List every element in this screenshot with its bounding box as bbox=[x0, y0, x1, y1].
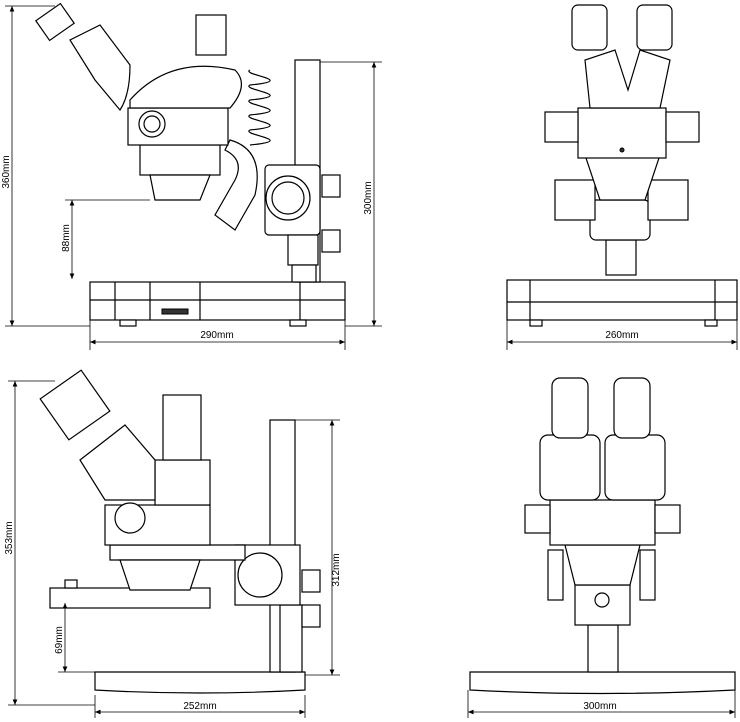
head bbox=[129, 65, 242, 109]
eyepiece bbox=[39, 369, 111, 441]
light-arm bbox=[214, 139, 258, 231]
zoom-knob-right bbox=[654, 504, 681, 534]
light bbox=[589, 199, 651, 241]
focus-knob-right bbox=[639, 549, 656, 601]
side-view-boom: 353mm 69mm 312mm 252mm bbox=[4, 369, 342, 718]
dim-label-stage-height: 69mm bbox=[54, 626, 65, 654]
base-switch bbox=[161, 308, 189, 315]
dim-label-width: 252mm bbox=[183, 701, 216, 712]
eyepiece-right bbox=[613, 377, 651, 439]
objective bbox=[149, 174, 211, 201]
front-view-boom: 300mm bbox=[467, 377, 736, 718]
base bbox=[94, 671, 306, 694]
zoom-body bbox=[139, 144, 221, 176]
dim-label-width: 300mm bbox=[583, 701, 616, 712]
zoom-knob bbox=[138, 110, 166, 138]
camera-port bbox=[162, 394, 202, 461]
eyepiece bbox=[34, 2, 76, 42]
zoom-knob bbox=[114, 502, 146, 534]
camera-port bbox=[195, 14, 227, 56]
eyepiece-right bbox=[636, 4, 673, 51]
pillar bbox=[587, 624, 619, 673]
eyepiece-left bbox=[551, 377, 589, 439]
arm bbox=[109, 544, 246, 561]
stage bbox=[49, 587, 211, 609]
objective bbox=[564, 544, 641, 586]
focus-knob-right bbox=[647, 179, 689, 221]
focus-knob-left bbox=[554, 179, 596, 221]
focus-knob-left bbox=[547, 549, 564, 601]
objective bbox=[119, 559, 201, 591]
head bbox=[154, 459, 211, 506]
zoom-knob-right bbox=[665, 111, 700, 143]
base bbox=[506, 279, 738, 321]
zoom-knob-left bbox=[544, 111, 579, 143]
eyepiece-tube bbox=[69, 24, 131, 112]
zoom-housing bbox=[549, 499, 656, 546]
base bbox=[469, 671, 736, 695]
side-view-trinocular: 360mm 88mm 290mm 300mm bbox=[1, 2, 382, 350]
focus-knob bbox=[301, 569, 321, 593]
coil-cable bbox=[248, 69, 271, 146]
dim-label-pillar-height: 300mm bbox=[363, 181, 374, 214]
tension-knob bbox=[301, 604, 321, 628]
base bbox=[89, 281, 346, 321]
dim-label-width: 260mm bbox=[605, 330, 638, 341]
dim-label-height: 360mm bbox=[1, 155, 12, 188]
dim-label-pillar-height: 312mm bbox=[331, 553, 342, 586]
pillar bbox=[605, 239, 637, 276]
eyepiece-left bbox=[571, 4, 608, 51]
eyepiece-tube bbox=[79, 424, 156, 501]
eyepiece-tube-left bbox=[539, 434, 601, 501]
dim-label-height: 353mm bbox=[4, 521, 15, 554]
dim-label-width: 290mm bbox=[200, 330, 233, 341]
eyepiece-tube-right bbox=[604, 434, 666, 501]
tension-knob bbox=[321, 229, 341, 253]
front-view-trinocular: 260mm bbox=[506, 4, 738, 350]
zoom-knob-left bbox=[524, 504, 551, 534]
dim-label-stage-height: 88mm bbox=[61, 224, 72, 252]
focus-block bbox=[574, 584, 631, 626]
head bbox=[584, 49, 671, 109]
focus-knob bbox=[321, 174, 341, 198]
